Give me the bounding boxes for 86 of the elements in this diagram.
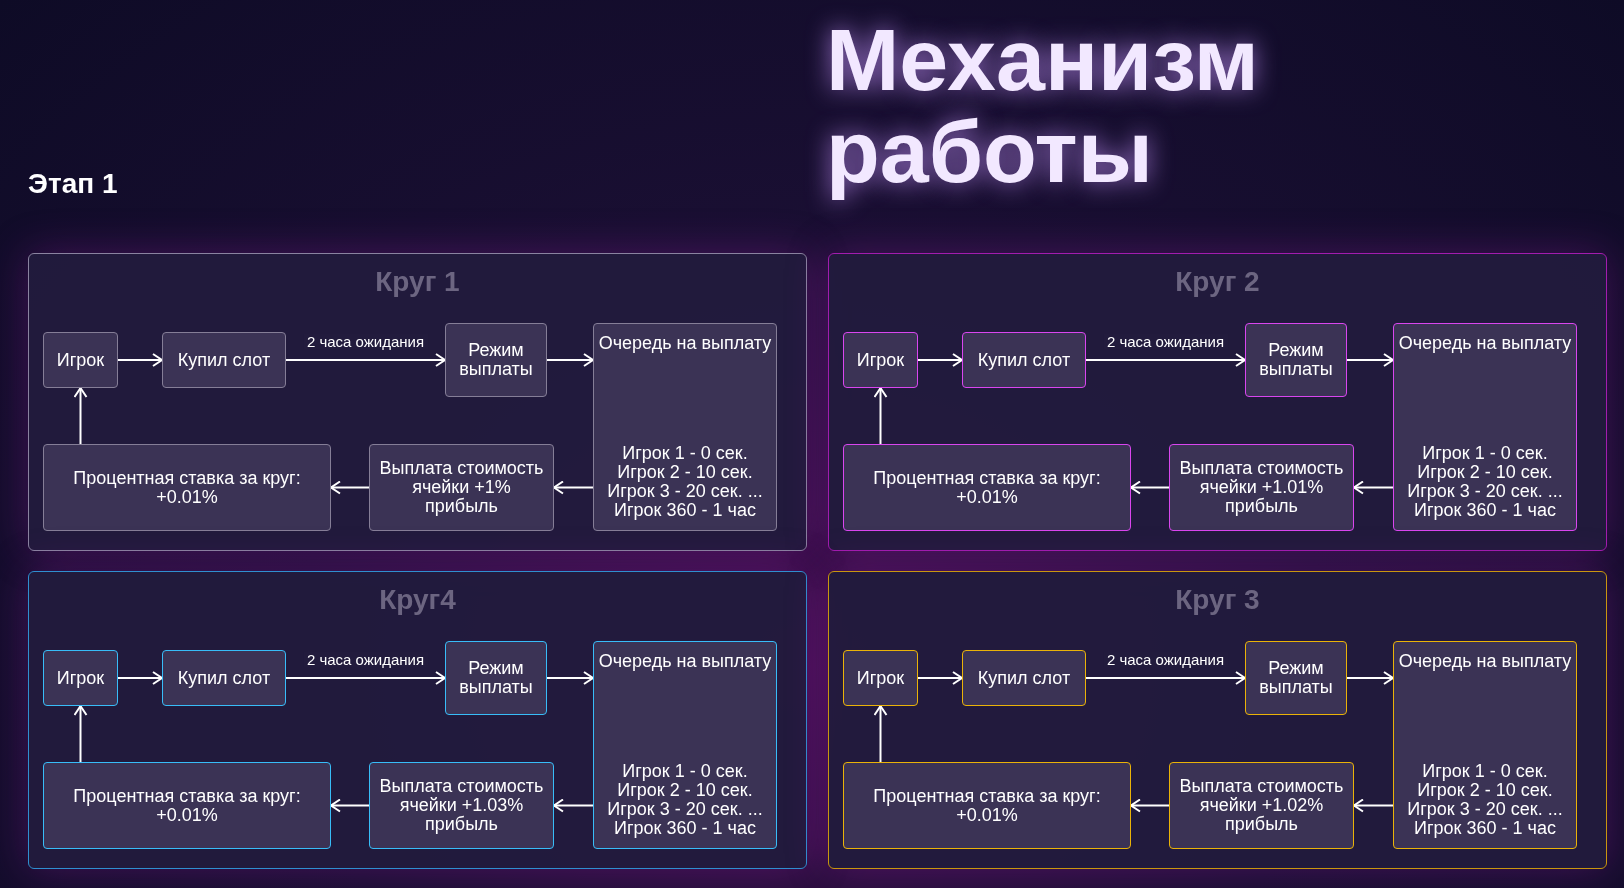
- process-box: [43, 762, 331, 849]
- box-text: Процентная ставка за круг: +0.01%: [72, 468, 302, 507]
- process-box: [162, 650, 286, 706]
- arrow: [917, 353, 963, 367]
- arrow: [1346, 671, 1394, 685]
- arrow: [546, 353, 594, 367]
- box-text: Режим выплаты: [458, 341, 534, 379]
- arrow: [1353, 798, 1394, 813]
- process-box: [1245, 641, 1347, 715]
- box-text: Режим выплаты: [1258, 341, 1334, 379]
- box-text: Выплата стоимость ячейки +1.01% прибыль: [1178, 459, 1345, 516]
- arrow: [1130, 798, 1170, 813]
- stage-label: Этап 1: [28, 170, 118, 198]
- box-text: Игрок: [55, 668, 106, 688]
- arrow: [1085, 353, 1246, 367]
- arrow: [553, 480, 594, 495]
- process-box: [593, 323, 777, 531]
- process-box: [843, 762, 1131, 849]
- panel-title: Круг 2: [1175, 268, 1260, 296]
- box-text: Игрок: [855, 668, 906, 688]
- box-text: Игрок: [855, 350, 906, 370]
- process-box: [43, 332, 118, 388]
- box-text: Игрок 1 - 0 сек. Игрок 2 - 10 сек. Игрок 3 - 20 сек. ... Игрок 360 - 1 час: [606, 444, 764, 520]
- arrow: [117, 353, 163, 367]
- process-box: [962, 650, 1086, 706]
- box-text: Очередь на выплату: [598, 334, 772, 353]
- box-text: Выплата стоимость ячейки +1.02% прибыль: [1178, 777, 1345, 834]
- box-text: Режим выплаты: [458, 659, 534, 697]
- arrow: [1130, 480, 1170, 495]
- box-text: Купил слот: [176, 668, 272, 688]
- process-box: [593, 641, 777, 849]
- box-text: Процентная ставка за круг: +0.01%: [72, 786, 302, 825]
- box-text: Очередь на выплату: [1398, 334, 1572, 353]
- process-box: [43, 650, 118, 706]
- arrow: [553, 798, 594, 813]
- process-box: [1393, 323, 1577, 531]
- arrow: [330, 798, 370, 813]
- stage-panel: [28, 571, 807, 869]
- process-box: [962, 332, 1086, 388]
- arrow: [1346, 353, 1394, 367]
- box-text: Купил слот: [976, 350, 1072, 370]
- title: Механизм работы: [826, 14, 1260, 199]
- box-text: Игрок 1 - 0 сек. Игрок 2 - 10 сек. Игрок 3 - 20 сек. ... Игрок 360 - 1 час: [606, 762, 764, 838]
- box-text: Процентная ставка за круг: +0.01%: [872, 786, 1102, 825]
- process-box: [843, 444, 1131, 531]
- arrow: [1085, 671, 1246, 685]
- box-text: Игрок 1 - 0 сек. Игрок 2 - 10 сек. Игрок 3 - 20 сек. ... Игрок 360 - 1 час: [1406, 762, 1564, 838]
- process-box: [369, 444, 554, 531]
- box-text: Купил слот: [976, 668, 1072, 688]
- panel-title: Круг 3: [1175, 586, 1260, 614]
- process-box: [162, 332, 286, 388]
- panel-title: Круг 1: [375, 268, 460, 296]
- process-box: [1169, 444, 1354, 531]
- box-text: Выплата стоимость ячейки +1% прибыль: [378, 459, 545, 516]
- stage-panel: [28, 253, 807, 551]
- process-box: [445, 323, 547, 397]
- arrow: [117, 671, 163, 685]
- stage-panel: [828, 253, 1607, 551]
- arrow: [917, 671, 963, 685]
- process-box: [843, 650, 918, 706]
- process-box: [843, 332, 918, 388]
- process-box: [1169, 762, 1354, 849]
- box-text: Выплата стоимость ячейки +1.03% прибыль: [378, 777, 545, 834]
- box-text: Очередь на выплату: [598, 652, 772, 671]
- arrow: [285, 671, 446, 685]
- box-text: Игрок 1 - 0 сек. Игрок 2 - 10 сек. Игрок 3 - 20 сек. ... Игрок 360 - 1 час: [1406, 444, 1564, 520]
- process-box: [1245, 323, 1347, 397]
- box-text: Процентная ставка за круг: +0.01%: [872, 468, 1102, 507]
- process-box: [445, 641, 547, 715]
- stage-panel: [828, 571, 1607, 869]
- process-box: [43, 444, 331, 531]
- process-box: [1393, 641, 1577, 849]
- box-text: Купил слот: [176, 350, 272, 370]
- box-text: Очередь на выплату: [1398, 652, 1572, 671]
- arrow: [330, 480, 370, 495]
- panel-title: Круг4: [379, 586, 456, 614]
- arrow: [1353, 480, 1394, 495]
- process-box: [369, 762, 554, 849]
- arrow: [73, 387, 88, 445]
- box-text: Режим выплаты: [1258, 659, 1334, 697]
- box-text: Игрок: [55, 350, 106, 370]
- arrow: [285, 353, 446, 367]
- arrow: [873, 387, 888, 445]
- arrow: [546, 671, 594, 685]
- arrow: [873, 705, 888, 763]
- arrow: [73, 705, 88, 763]
